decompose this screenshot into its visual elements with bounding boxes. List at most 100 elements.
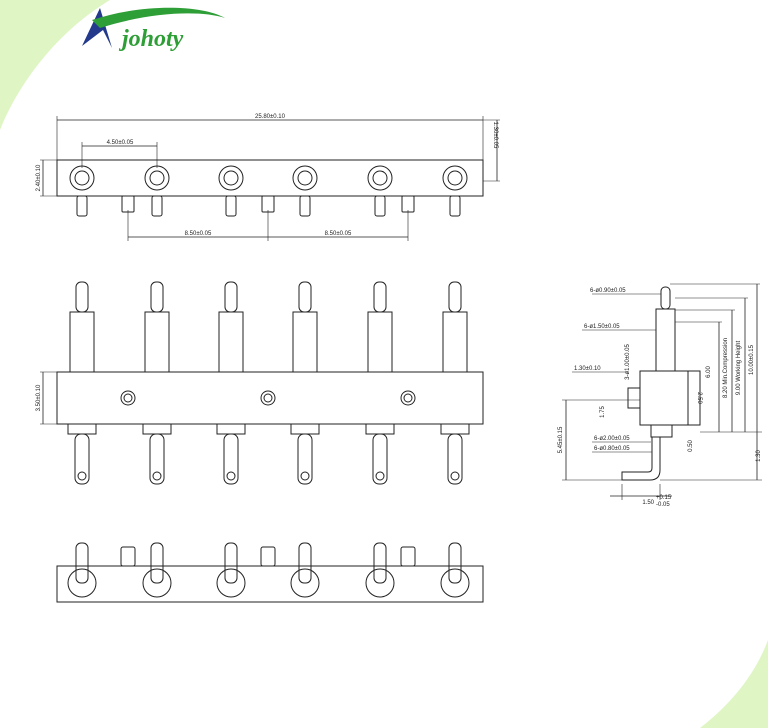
- front-pin-tail-end: [77, 471, 87, 481]
- johoty-logo-icon: [82, 7, 225, 48]
- brand-logo: johoty: [82, 7, 225, 52]
- front-view: [40, 281, 484, 485]
- dim-130: 1.30: [756, 450, 762, 462]
- front-pin-body: [69, 311, 95, 373]
- dim-post: 3-ø1.00±0.05: [625, 344, 631, 380]
- top-hole: [69, 165, 95, 191]
- front-pin-tip: [150, 281, 164, 313]
- front-pin-body: [218, 311, 244, 373]
- front-pin-body: [144, 311, 170, 373]
- dim-working-height: 9.00 Working Height: [736, 341, 742, 396]
- brand-name: johoty: [118, 26, 184, 52]
- dim-tol-plus: +0.15: [656, 495, 672, 501]
- top-hole-inner: [149, 170, 165, 186]
- dim-pitch: 4.50±0.05: [107, 140, 134, 146]
- front-pin-tail-end: [152, 471, 162, 481]
- bottom-post: [400, 546, 416, 567]
- bottom-pin-base: [290, 568, 320, 598]
- front-pin-base: [142, 423, 172, 435]
- bottom-pin: [373, 542, 387, 584]
- front-pin-tail-end: [450, 471, 460, 481]
- top-pin: [151, 195, 163, 217]
- bottom-pin-base: [365, 568, 395, 598]
- front-pin-tip: [224, 281, 238, 313]
- dim-left-height: 5.45±0.15: [558, 426, 564, 453]
- front-post: [400, 390, 416, 406]
- front-pin-tail-end: [375, 471, 385, 481]
- bottom-pin: [75, 542, 89, 584]
- front-pin-body: [442, 311, 468, 373]
- top-post: [401, 195, 415, 213]
- top-pin: [374, 195, 386, 217]
- top-hole: [144, 165, 170, 191]
- top-view-pins: [76, 195, 461, 217]
- front-pin-base: [365, 423, 395, 435]
- top-hole-inner: [223, 170, 239, 186]
- dim-175: 1.75: [600, 406, 606, 418]
- dim-250: 2.50: [696, 392, 702, 404]
- bottom-pin-base: [142, 568, 172, 598]
- front-pin-tip: [373, 281, 387, 313]
- bottom-pin: [150, 542, 164, 584]
- dim-pin-tip: 6-ø0.90±0.05: [590, 288, 626, 294]
- dim-tail-dia: 6-ø0.80±0.05: [594, 446, 630, 452]
- front-pin-body: [367, 311, 393, 373]
- front-pin-base: [290, 423, 320, 435]
- dim-post-len: 1.30±0.10: [574, 366, 601, 372]
- dim-body-height: 3.50±0.10: [36, 384, 42, 411]
- front-pin-tail: [447, 433, 463, 485]
- front-post: [120, 390, 136, 406]
- front-pin-tail-end: [226, 471, 236, 481]
- corner-decoration-bottom-right: [700, 640, 768, 728]
- front-post-inner: [123, 393, 133, 403]
- top-pin: [449, 195, 461, 217]
- top-hole-inner: [297, 170, 313, 186]
- dim-edge: 1.30±0.05: [492, 122, 498, 149]
- dim-spacing-left: 8.50±0.05: [185, 231, 212, 237]
- dim-050: 0.50: [688, 440, 694, 452]
- corner-decoration-top-left: [0, 0, 110, 130]
- front-pin-tail: [149, 433, 165, 485]
- bottom-pin-base: [216, 568, 246, 598]
- front-view-posts: [120, 390, 416, 406]
- front-pin-tail-end: [300, 471, 310, 481]
- dim-overall-length: 25.80±0.10: [255, 114, 286, 120]
- front-pin-tip: [448, 281, 462, 313]
- top-hole-inner: [447, 170, 463, 186]
- front-pin-base: [216, 423, 246, 435]
- top-hole-inner: [74, 170, 90, 186]
- bottom-pin: [298, 542, 312, 584]
- bottom-post: [260, 546, 276, 567]
- front-pin-tip: [75, 281, 89, 313]
- bottom-post: [120, 546, 136, 567]
- bottom-pin: [448, 542, 462, 584]
- bottom-pin-base: [67, 568, 97, 598]
- front-pin-base: [440, 423, 470, 435]
- top-hole-inner: [372, 170, 388, 186]
- bottom-pin: [224, 542, 238, 584]
- top-pin: [299, 195, 311, 217]
- front-post: [260, 390, 276, 406]
- dim-total-height: 10.00±0.15: [749, 344, 755, 375]
- front-view-pins: [67, 281, 470, 485]
- front-post-inner: [403, 393, 413, 403]
- top-view-holes: [69, 165, 468, 191]
- dim-pin-body: 6-ø1.50±0.05: [584, 324, 620, 330]
- top-pin: [76, 195, 88, 217]
- dim-min-compression: 8.20 Min.Compression: [723, 338, 729, 398]
- front-pin-tip: [298, 281, 312, 313]
- front-post-inner: [263, 393, 273, 403]
- top-pin: [225, 195, 237, 217]
- dim-height: 2.40±0.10: [36, 164, 42, 191]
- dim-base-dia: 6-ø2.00±0.05: [594, 436, 630, 442]
- dim-spacing-right: 8.50±0.05: [325, 231, 352, 237]
- bottom-view: [56, 542, 484, 603]
- top-post: [121, 195, 135, 213]
- front-pin-tail: [297, 433, 313, 485]
- dim-600: 6.00: [706, 366, 712, 378]
- front-pin-tail: [74, 433, 90, 485]
- top-hole: [292, 165, 318, 191]
- bottom-pin-base: [440, 568, 470, 598]
- top-post: [261, 195, 275, 213]
